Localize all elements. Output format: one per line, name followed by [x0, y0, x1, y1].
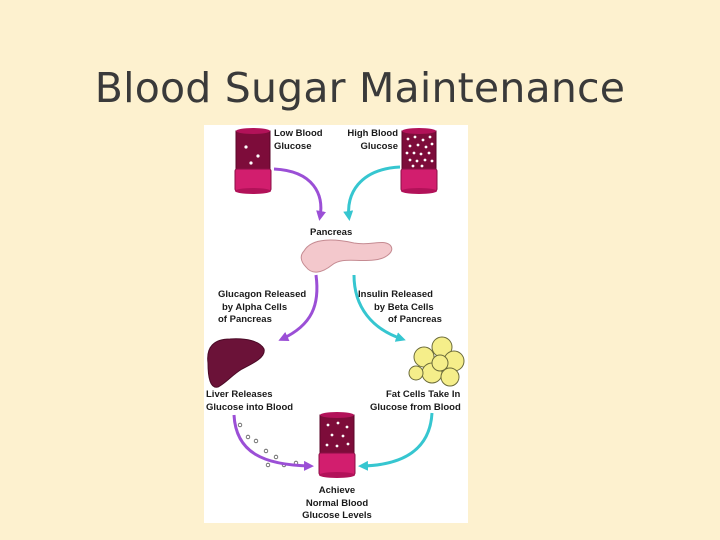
slide-title: Blood Sugar Maintenance — [94, 64, 626, 112]
label-glucagon: Glucagon Released by Alpha Cells of Panc… — [218, 289, 307, 325]
arrow-insulin — [352, 274, 406, 342]
liver-shape — [207, 338, 265, 388]
blood-sugar-cycle-diagram — [207, 128, 465, 478]
arrow-low-to-pancreas — [273, 167, 326, 221]
label-low-glucose: Low Blood Glucose — [274, 128, 323, 152]
label-normal-glucose: Achieve Normal Blood Glucose Levels — [302, 485, 372, 521]
arrow-liver-to-normal — [232, 414, 314, 471]
arrow-high-to-pancreas — [343, 165, 401, 221]
arrow-fat-to-normal — [358, 412, 434, 471]
label-pancreas: Pancreas — [310, 227, 353, 238]
label-liver: Liver Releases Glucose into Blood — [206, 389, 294, 413]
fat-cells — [408, 336, 465, 387]
label-fat-cells: Fat Cells Take In Glucose from Blood — [370, 389, 461, 413]
label-high-glucose: High Blood Glucose — [347, 128, 398, 152]
label-insulin: Insulin Released by Beta Cells of Pancre… — [358, 289, 442, 325]
high-glucose-tube — [400, 128, 438, 194]
arrow-glucagon — [278, 274, 319, 341]
normal-glucose-tube — [318, 412, 356, 478]
pancreas-shape — [300, 239, 393, 273]
diagram-panel: Low Blood Glucose High Blood Glucose Pan… — [204, 125, 468, 523]
low-glucose-tube — [234, 128, 272, 194]
